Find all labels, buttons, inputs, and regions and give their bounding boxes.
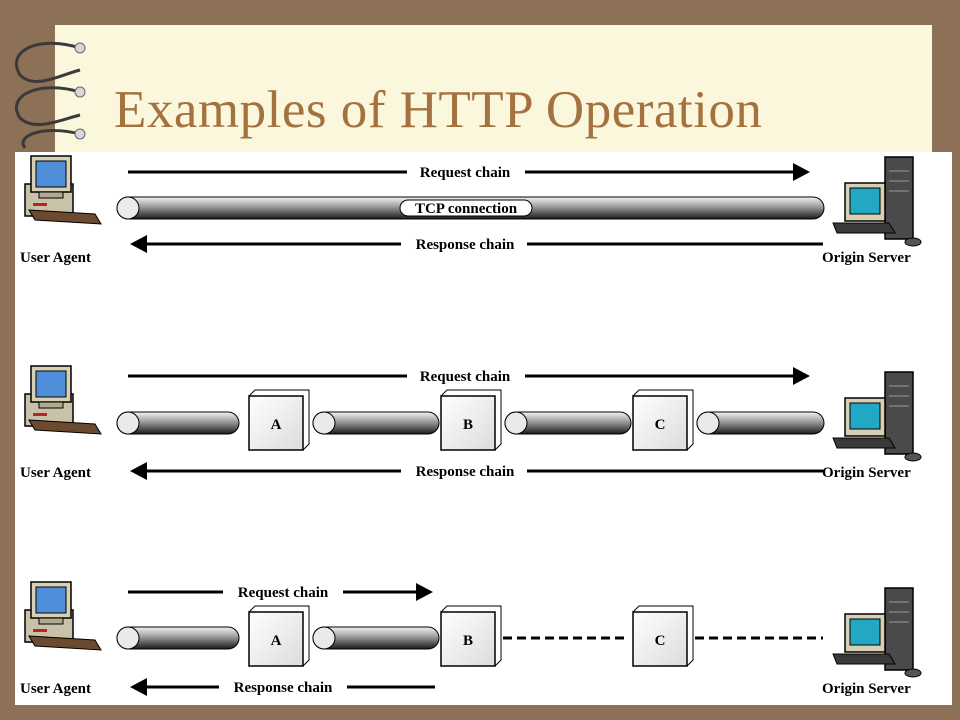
- user-agent-icon: [24, 365, 102, 435]
- origin-server-icon: [832, 156, 922, 247]
- spiral-binding-icon: [15, 41, 86, 149]
- intermediary-a: A: [271, 633, 282, 649]
- request-chain-label: Request chain: [420, 165, 511, 181]
- response-chain-label: Response chain: [416, 464, 515, 480]
- user-agent-icon: [24, 581, 102, 651]
- intermediary-b: B: [463, 633, 473, 649]
- http-diagram: Request chain TCP connection Response ch…: [15, 152, 952, 705]
- request-chain-label: Request chain: [238, 585, 329, 601]
- origin-server-label: Origin Server: [822, 250, 911, 266]
- origin-server-label: Origin Server: [822, 465, 911, 481]
- intermediary-c: C: [655, 417, 666, 433]
- origin-server-icon: [832, 587, 922, 678]
- response-chain-label: Response chain: [416, 237, 515, 253]
- request-chain-label: Request chain: [420, 369, 511, 385]
- user-agent-icon: [24, 155, 102, 225]
- row-3-cache: Request chain A B C Response chain User …: [20, 581, 922, 697]
- user-agent-label: User Agent: [20, 465, 91, 481]
- slide-title-area: [55, 25, 932, 152]
- origin-server-label: Origin Server: [822, 681, 911, 697]
- origin-server-icon: [832, 371, 922, 462]
- user-agent-label: User Agent: [20, 250, 91, 266]
- intermediary-b: B: [463, 417, 473, 433]
- row-2-proxies: Request chain A B C Response chain Use: [20, 365, 922, 481]
- response-chain-label: Response chain: [234, 680, 333, 696]
- user-agent-label: User Agent: [20, 681, 91, 697]
- intermediary-c: C: [655, 633, 666, 649]
- tcp-connection-label: TCP connection: [415, 201, 518, 217]
- page-title: Examples of HTTP Operation: [114, 81, 763, 139]
- row-1-direct: Request chain TCP connection Response ch…: [20, 155, 922, 266]
- intermediary-a: A: [271, 417, 282, 433]
